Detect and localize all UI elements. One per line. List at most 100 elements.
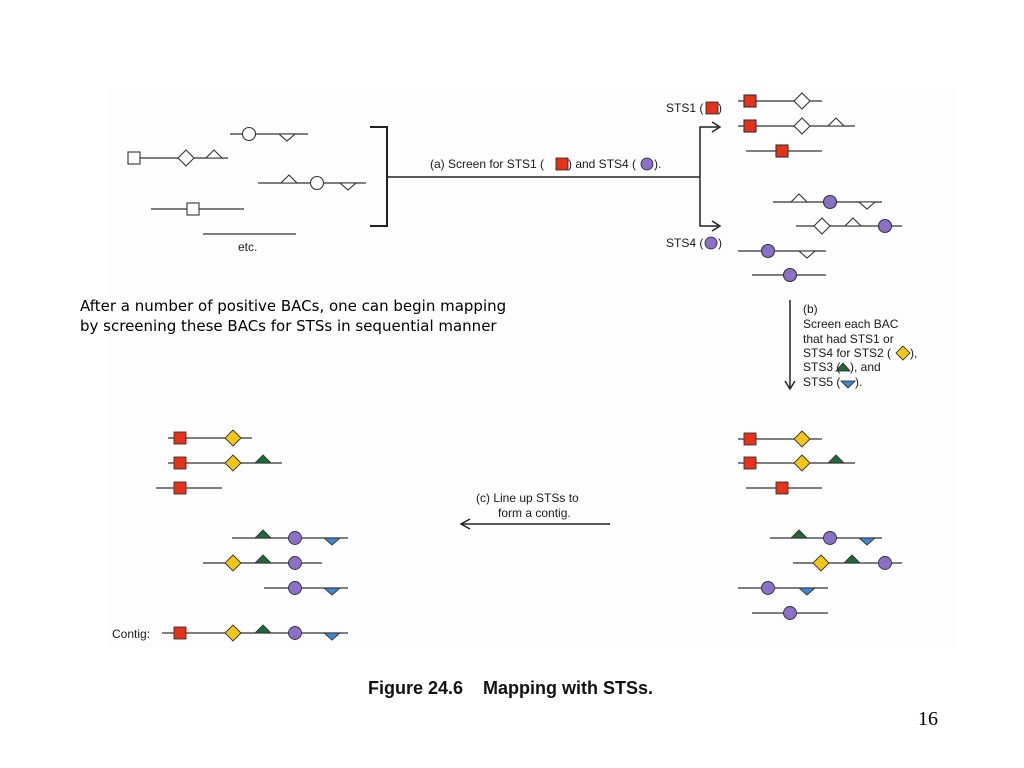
sts4-marker (288, 531, 302, 545)
sts4-marker (783, 606, 797, 620)
sts3-marker (204, 149, 224, 159)
sts1-marker (775, 481, 789, 495)
sts3-marker (843, 217, 863, 227)
step-a-mid-text: ) and STS4 ( (568, 157, 636, 171)
sts4-marker (309, 175, 325, 191)
sts3-marker (253, 624, 273, 634)
sts5-marker (277, 133, 297, 142)
figure-caption: Figure 24.6 Mapping with STSs. (368, 678, 653, 699)
sts1-marker (743, 94, 757, 108)
step-b-line4-end: ), (910, 346, 917, 360)
step-b-line5: STS3 ( (803, 360, 840, 374)
sts3-legend-icon (835, 362, 851, 372)
etc-label: etc. (238, 240, 257, 254)
sts3-marker (789, 529, 809, 539)
bac-pool (127, 126, 366, 235)
sts4-marker (877, 218, 893, 234)
sts1-marker (775, 144, 789, 158)
step-b-line2: Screen each BAC (803, 317, 899, 331)
sts4-marker (878, 556, 892, 570)
sts3-marker (826, 454, 846, 464)
sts4-heading-icon (704, 236, 718, 250)
sts2-marker (812, 554, 830, 572)
step-b-line3: that had STS1 or (803, 332, 894, 346)
screened-bacs (738, 430, 902, 620)
sts1-heading-icon (705, 101, 719, 115)
sts2-marker (177, 149, 195, 167)
step-b-line4: STS4 for STS2 ( (803, 346, 891, 360)
sts1-heading-text: STS1 ( (666, 101, 703, 115)
sts1-marker (186, 202, 200, 216)
sts4-heading: STS4 ( ) (666, 236, 722, 250)
sts5-marker (797, 587, 817, 596)
sts5-marker (322, 632, 342, 641)
sts4-marker (822, 194, 838, 210)
sts3-marker (253, 454, 273, 464)
sts1-marker (743, 119, 757, 133)
sts3-marker (789, 193, 809, 203)
sts4-marker (288, 626, 302, 640)
sts3-marker (826, 117, 846, 127)
step-b-line6: STS5 ( (803, 375, 840, 389)
sts2-marker (224, 429, 242, 447)
sts1-heading-close: ) (718, 101, 722, 115)
sts1-marker (173, 456, 187, 470)
sts4-legend-icon (640, 157, 654, 171)
step-b-arrow (784, 300, 796, 391)
step-b-line6-end: ). (855, 375, 862, 389)
sts2-marker (224, 554, 242, 572)
sts2-marker (813, 217, 831, 235)
sts2-marker (224, 454, 242, 472)
sts2-marker (793, 117, 811, 135)
sts5-marker (857, 537, 877, 546)
sts4-marker (241, 126, 257, 142)
sts1-marker (173, 431, 187, 445)
figure-title: Mapping with STSs. (483, 678, 654, 698)
step-c-label: (c) Line up STSs to form a contig. (476, 491, 579, 520)
sts3-marker (279, 174, 299, 184)
screen-bracket (370, 121, 722, 232)
step-a-text: (a) Screen for STS1 ( (430, 157, 544, 171)
sts2-marker (793, 454, 811, 472)
sts2-marker (793, 430, 811, 448)
sts3-marker (253, 554, 273, 564)
sts5-legend-icon (840, 380, 856, 389)
aligned-bacs (156, 429, 348, 642)
sts2-marker (793, 92, 811, 110)
positive-bacs (738, 92, 902, 283)
sts4-marker (761, 581, 775, 595)
sts5-marker (338, 182, 358, 191)
step-b-line1: (b) (803, 302, 818, 316)
sts4-marker (823, 531, 837, 545)
sts1-marker (743, 432, 757, 446)
sts1-marker (127, 151, 141, 165)
step-a-label: (a) Screen for STS1 ( ) and STS4 ( ). (430, 157, 661, 171)
sts5-marker (322, 587, 342, 596)
explanatory-note: After a number of positive BACs, one can… (80, 297, 507, 335)
sts1-legend-icon (555, 157, 569, 171)
sts3-marker (253, 529, 273, 539)
sts1-heading: STS1 ( ) (666, 101, 722, 115)
sts4-marker (760, 243, 776, 259)
step-a-end-text: ). (654, 157, 661, 171)
sts4-marker (288, 581, 302, 595)
sts4-heading-close: ) (718, 236, 722, 250)
sts5-marker (857, 201, 877, 210)
sts4-marker (782, 267, 798, 283)
step-c-line2: form a contig. (498, 506, 571, 520)
step-c-line1: (c) Line up STSs to (476, 491, 579, 505)
sts4-heading-text: STS4 ( (666, 236, 703, 250)
sts3-marker (842, 554, 862, 564)
step-b-line5-end: ), and (850, 360, 881, 374)
step-b-label: (b) Screen each BAC that had STS1 or STS… (803, 302, 917, 389)
page-number: 16 (918, 708, 938, 730)
contig-label: Contig: (112, 627, 150, 641)
sts2-legend-icon (895, 345, 911, 361)
sts1-marker (743, 456, 757, 470)
figure-number: Figure 24.6 (368, 678, 464, 698)
sts5-marker (322, 537, 342, 546)
sts1-marker (173, 481, 187, 495)
sts5-marker (797, 250, 817, 259)
sts2-marker (224, 624, 242, 642)
